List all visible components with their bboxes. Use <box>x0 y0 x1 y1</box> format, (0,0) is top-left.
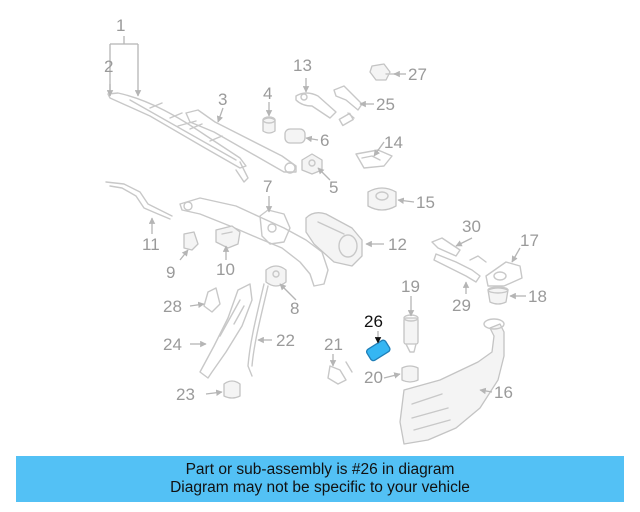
callout-8: 8 <box>290 299 299 318</box>
hose-connector-part[interactable] <box>333 85 363 127</box>
bushing-9-part[interactable] <box>183 231 199 251</box>
bushing-part[interactable] <box>301 153 323 175</box>
callout-4: 4 <box>263 84 272 103</box>
clip-part[interactable] <box>215 225 241 249</box>
callout-30: 30 <box>462 217 481 236</box>
cowl-panel-part[interactable] <box>199 283 253 379</box>
callout-6: 6 <box>320 131 329 150</box>
wiper-motor-part[interactable] <box>305 212 363 267</box>
callout-28: 28 <box>163 297 182 316</box>
highlighted-part-26[interactable] <box>365 339 391 362</box>
callout-7: 7 <box>263 177 272 196</box>
wiper-blade-part[interactable] <box>107 92 249 183</box>
harness-part[interactable] <box>433 253 487 283</box>
bracket-28-part[interactable] <box>203 287 221 313</box>
callout-20: 20 <box>364 368 383 387</box>
callout-18: 18 <box>528 287 547 306</box>
grommet-8-part[interactable] <box>265 265 287 287</box>
callout-17: 17 <box>520 231 539 250</box>
banner-line-2: Diagram may not be specific to your vehi… <box>170 479 470 496</box>
bracket-part[interactable] <box>295 92 337 119</box>
callout-5: 5 <box>329 178 338 197</box>
parts-diagram: 1 2 3 4 5 6 7 8 9 10 11 12 13 14 15 16 1… <box>104 16 547 445</box>
seal-strip-part[interactable] <box>247 283 269 377</box>
washer-pump-part[interactable] <box>403 314 419 353</box>
hose-fitting-part[interactable] <box>327 361 353 385</box>
wiper-arm-part[interactable] <box>177 109 297 174</box>
callout-16: 16 <box>494 383 513 402</box>
callout-22: 22 <box>276 331 295 350</box>
wiper-linkage-part[interactable] <box>179 197 329 287</box>
leader-lines <box>106 36 526 396</box>
grommet-part[interactable] <box>284 128 306 144</box>
callout-23: 23 <box>176 385 195 404</box>
callout-24: 24 <box>163 335 182 354</box>
bracket-17-part[interactable] <box>485 261 523 287</box>
clip-23-part[interactable] <box>223 380 241 399</box>
callout-15: 15 <box>416 193 435 212</box>
callout-12: 12 <box>388 235 407 254</box>
mount-bracket-part[interactable] <box>355 149 393 169</box>
callout-21: 21 <box>324 335 343 354</box>
grommet-20-part[interactable] <box>401 365 419 383</box>
callout-10: 10 <box>216 260 235 279</box>
callout-1: 1 <box>116 16 125 35</box>
banner-line-1: Part or sub-assembly is #26 in diagram <box>185 461 455 478</box>
hose-part[interactable] <box>105 181 173 220</box>
callout-3: 3 <box>218 90 227 109</box>
callout-2: 2 <box>104 57 113 76</box>
callout-9: 9 <box>166 263 175 282</box>
callout-11: 11 <box>142 235 160 254</box>
cap-part[interactable] <box>262 116 276 134</box>
callout-26-highlighted: 26 <box>364 312 383 331</box>
switch-part[interactable] <box>431 237 461 257</box>
washer-reservoir-part[interactable] <box>399 318 505 445</box>
reservoir-cap-part[interactable] <box>487 286 509 305</box>
nozzle-part[interactable] <box>369 63 397 81</box>
motor-mount-part[interactable] <box>367 187 397 211</box>
callout-29: 29 <box>452 296 471 315</box>
callout-14: 14 <box>384 133 403 152</box>
callout-labels: 1 2 3 4 5 6 7 8 9 10 11 12 13 14 15 16 1… <box>104 16 547 404</box>
callout-13: 13 <box>293 56 312 75</box>
info-banner: Part or sub-assembly is #26 in diagram D… <box>16 456 624 502</box>
callout-19: 19 <box>401 277 420 296</box>
callout-25: 25 <box>376 95 395 114</box>
callout-27: 27 <box>408 65 427 84</box>
